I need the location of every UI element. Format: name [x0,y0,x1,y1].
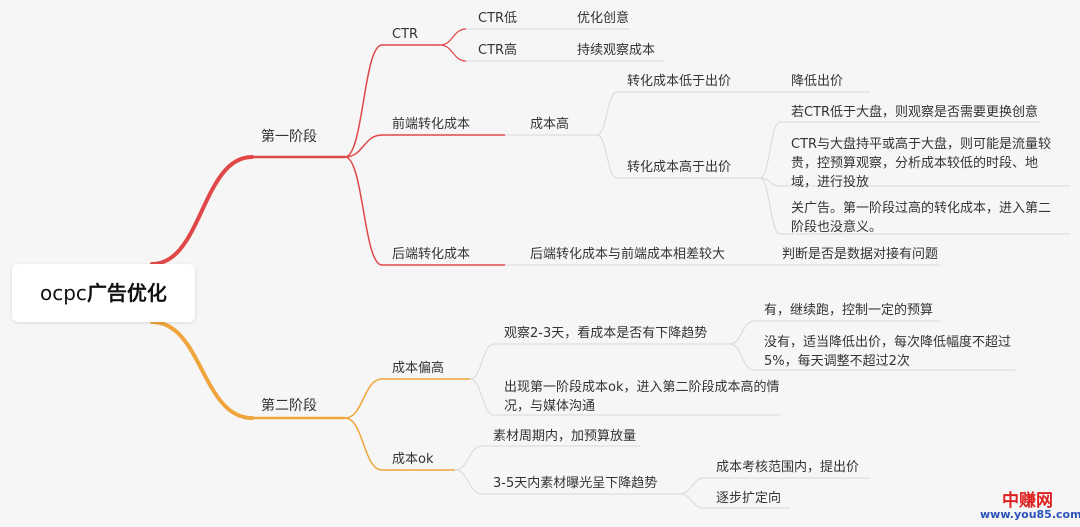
above-bid-label: 转化成本高于出价 [627,160,732,175]
observe-to-yes-connector [729,320,755,345]
root-to-stage2-connector [150,320,254,420]
observe-yes: 有，继续跑，控制一定的预算 [764,303,934,318]
root-title-prefix: ocpc [40,281,87,305]
above-to-opt1-connector [759,121,781,179]
ctr-high-action: 持续观察成本 [577,43,656,58]
root-node [12,264,195,322]
stage2-to-cost-ok-connector [344,417,383,471]
cost-ok-to-decline-connector [454,469,483,495]
ctr-to-low-connector [439,28,467,46]
high-cost-to-above-connector [596,134,618,179]
ctr-low-action: 优化创意 [577,11,630,26]
ctr-high-label: CTR高 [478,43,518,58]
root-title-suffix: 广告优化 [86,281,167,305]
observe-label: 观察2-3天，看成本是否有下降趋势 [504,326,708,341]
above-to-opt3-connector [759,177,781,235]
decline-to-expand-connector [679,493,705,509]
decline-to-raise-connector [679,477,705,495]
front-high-cost-label: 成本高 [530,117,570,132]
stage1-to-front-connector [344,134,383,158]
above-bid-option-3: 关广告。第一阶段过高的转化成本，进入第二阶段也没意义。 [791,201,1052,235]
back-cost-gap: 后端转化成本与前端成本相差较大 [530,247,726,262]
ctr-to-high-connector [439,44,467,62]
stage1-to-back-connector [344,156,383,266]
decline-label: 3-5天内素材曝光呈下降趋势 [493,476,658,491]
ctr-low-label: CTR低 [478,11,518,26]
above-bid-option-2: CTR与大盘持平或高于大盘，则可能是流量较贵，控预算观察，分析成本较低的时段、地… [791,137,1052,190]
budget-label: 素材周期内，加预算放量 [493,429,637,444]
back-cost-label: 后端转化成本 [392,247,471,262]
stage1-label: 第一阶段 [261,129,317,145]
cost-ok-note: 出现第一阶段成本ok，进入第二阶段成本高的情况，与媒体沟通 [504,380,780,414]
cost-ok-label: 成本ok [392,452,434,467]
raise-bid-label: 成本考核范围内，提出价 [716,460,860,475]
watermark-url: www.you85.com [980,508,1080,521]
stage1-to-ctr-connector [344,44,383,158]
below-bid-action: 降低出价 [791,74,844,89]
watermark-brand: 中赚网 [1002,491,1053,511]
cost-high-to-note-connector [469,378,495,416]
root-title: ocpc广告优化 [40,279,167,307]
below-bid-label: 转化成本低于出价 [627,74,732,89]
stage2-label: 第二阶段 [261,398,317,414]
observe-no: 没有，适当降低出价，每次降低幅度不超过5%，每天调整不超过2次 [764,335,1012,369]
cost-high-to-observe-connector [469,343,495,380]
stage2-to-cost-high-connector [344,378,383,419]
observe-to-no-connector [729,343,755,371]
cost-high-label: 成本偏高 [392,361,445,376]
ctr-label: CTR [392,27,419,42]
cost-ok-to-budget-connector [454,445,483,471]
above-to-opt2-connector [759,177,781,187]
above-bid-option-1: 若CTR低于大盘，则观察是否需要更换创意 [791,105,1039,120]
expand-targeting-label: 逐步扩定向 [716,491,782,506]
front-cost-label: 前端转化成本 [392,117,471,132]
root-to-stage1-connector [150,155,254,266]
high-cost-to-below-connector [596,91,618,136]
back-cost-check: 判断是否是数据对接有问题 [782,247,939,262]
